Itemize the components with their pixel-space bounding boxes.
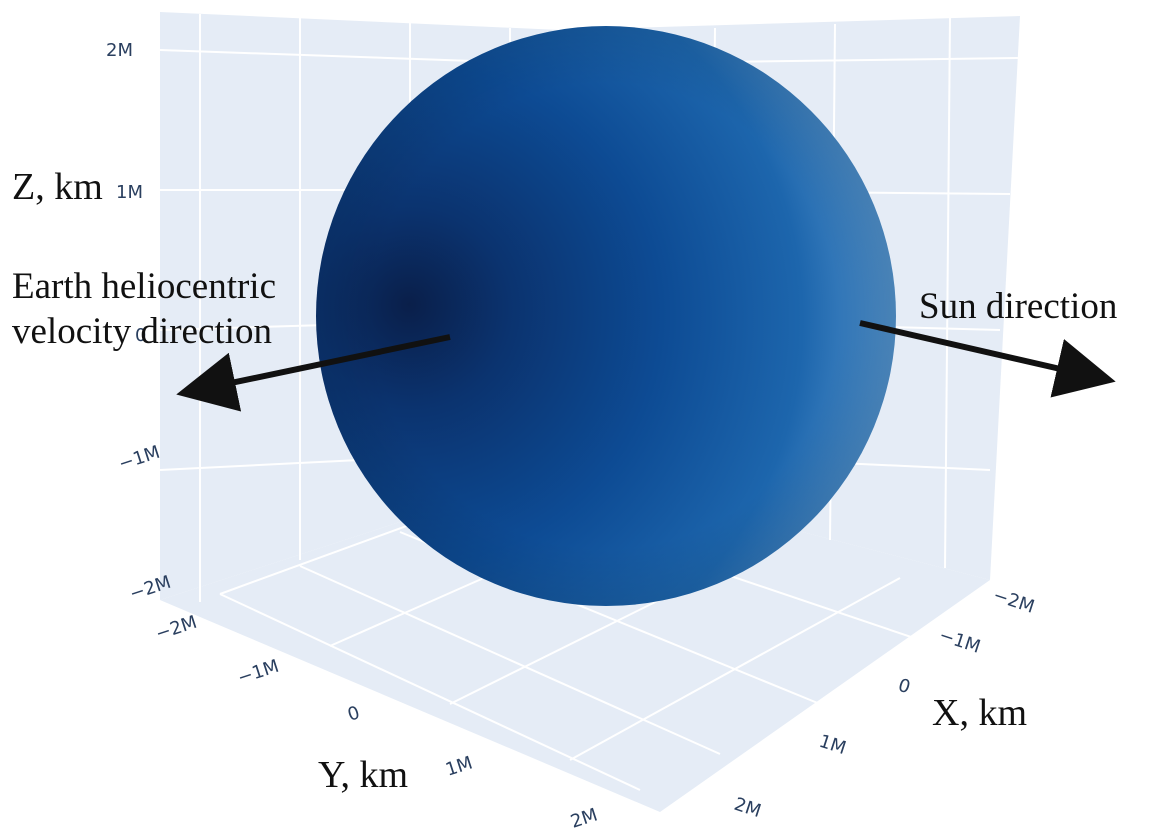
y-tick-label: 0 xyxy=(345,702,362,726)
x-tick-label: −1M xyxy=(936,625,983,658)
y-tick-label: −2M xyxy=(153,612,200,645)
y-tick-label: −1M xyxy=(235,656,282,689)
annotation-arrows xyxy=(176,320,1116,412)
y-tick-label: 2M xyxy=(568,804,600,832)
z-axis-title: Z, km xyxy=(12,166,103,208)
x-tick-label: −2M xyxy=(990,585,1037,618)
velocity-direction-arrow xyxy=(176,334,451,412)
sphere-surface xyxy=(316,26,896,606)
x-tick-label: 0 xyxy=(895,675,912,699)
x-tick-label: 2M xyxy=(731,794,763,822)
velocity-direction-label-line-2: velocity direction xyxy=(12,311,272,352)
axis-titles: Z, km Y, km X, km xyxy=(12,166,1027,796)
z-tick-label: −1M xyxy=(116,442,163,475)
annotation-labels: Earth heliocentric velocity direction Su… xyxy=(12,266,1117,352)
z-tick-label: 2M xyxy=(106,40,133,61)
x-axis-title: X, km xyxy=(932,692,1027,734)
z-tick-label: 0 xyxy=(135,325,146,346)
velocity-direction-label-line-1: Earth heliocentric xyxy=(12,266,276,307)
z-tick-label: 1M xyxy=(116,182,143,203)
sun-direction-arrow xyxy=(859,320,1116,398)
y-tick-label: 1M xyxy=(443,752,475,780)
y-axis-title: Y, km xyxy=(318,754,408,796)
sun-direction-label: Sun direction xyxy=(919,286,1117,327)
x-tick-label: 1M xyxy=(816,731,848,759)
